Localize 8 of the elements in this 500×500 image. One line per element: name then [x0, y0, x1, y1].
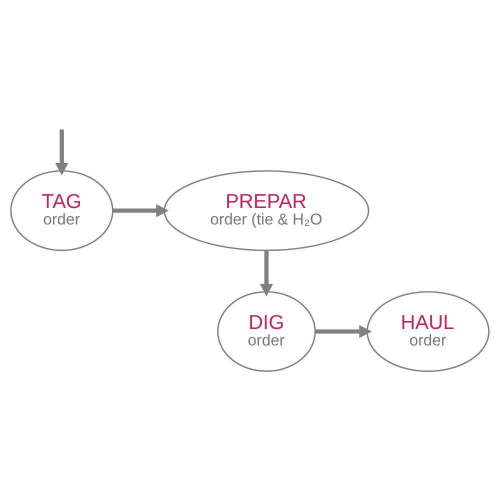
arrow — [112, 204, 169, 218]
arrow — [315, 324, 372, 338]
node-ellipse: DIG order — [217, 291, 316, 372]
node-ellipse: TAG order — [10, 170, 114, 252]
arrow — [260, 250, 274, 296]
node-ellipse: HAUL order — [366, 291, 490, 372]
arrow — [55, 129, 68, 176]
node-ellipse: PREPAR order (tie & H₂O — [164, 170, 370, 252]
